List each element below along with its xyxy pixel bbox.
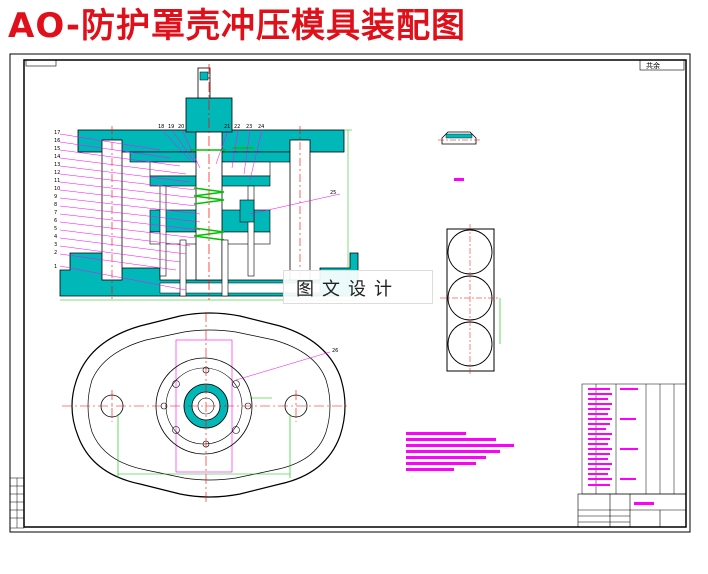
svg-text:24: 24 [258,124,264,130]
svg-text:8: 8 [54,202,57,208]
inner-frame [23,59,687,528]
plan-centerlines [62,312,350,502]
svg-text:10: 10 [54,186,60,192]
svg-text:12: 12 [54,170,60,176]
outer-frame [9,53,691,533]
callout-26: 26 [332,348,338,354]
svg-text:11: 11 [54,178,60,184]
svg-text:6: 6 [54,218,57,224]
svg-text:22: 22 [234,124,240,130]
svg-text:16: 16 [54,138,60,144]
top-right-code-box [639,59,685,71]
part-numbers-left: 17 16 15 14 13 12 11 10 9 8 7 6 5 4 3 2 … [54,130,60,270]
strip-layout-view [440,224,501,376]
svg-text:23: 23 [246,124,252,130]
top-left-code-box [25,59,57,67]
svg-text:18: 18 [158,124,164,130]
svg-text:1: 1 [54,264,57,270]
svg-text:2: 2 [54,250,57,256]
svg-text:5: 5 [54,226,57,232]
svg-text:13: 13 [54,162,60,168]
svg-text:9: 9 [54,194,57,200]
svg-text:14: 14 [54,154,60,160]
parts-list-rows [588,388,638,486]
svg-text:3: 3 [54,242,57,248]
leader-lines-left [59,133,201,291]
corner-label: 共余 [646,61,660,70]
svg-text:19: 19 [168,124,174,130]
callout-25: 25 [330,190,336,196]
svg-text:4: 4 [54,234,57,240]
svg-text:15: 15 [54,146,60,152]
svg-text:17: 17 [54,130,60,136]
watermark: 图文设计 [283,270,433,304]
part-numbers-top: 18 19 20 21 22 23 24 [158,124,264,130]
svg-text:20: 20 [178,124,184,130]
title-block [577,493,687,528]
svg-text:7: 7 [54,210,57,216]
svg-text:21: 21 [224,124,230,130]
springs [190,147,254,241]
front-section-view: 17 16 15 14 13 12 11 10 9 8 7 6 5 4 3 2 … [54,64,360,301]
technical-notes [406,432,514,471]
drawing-title: AO-防护罩壳冲压模具装配图 [8,6,466,46]
die-base-outline [71,312,346,498]
watermark-text: 图文设计 [296,279,400,300]
binding-strip [9,477,25,529]
part-section-view [438,131,482,181]
plan-view: 26 [62,312,350,502]
title-block-name [634,502,654,505]
